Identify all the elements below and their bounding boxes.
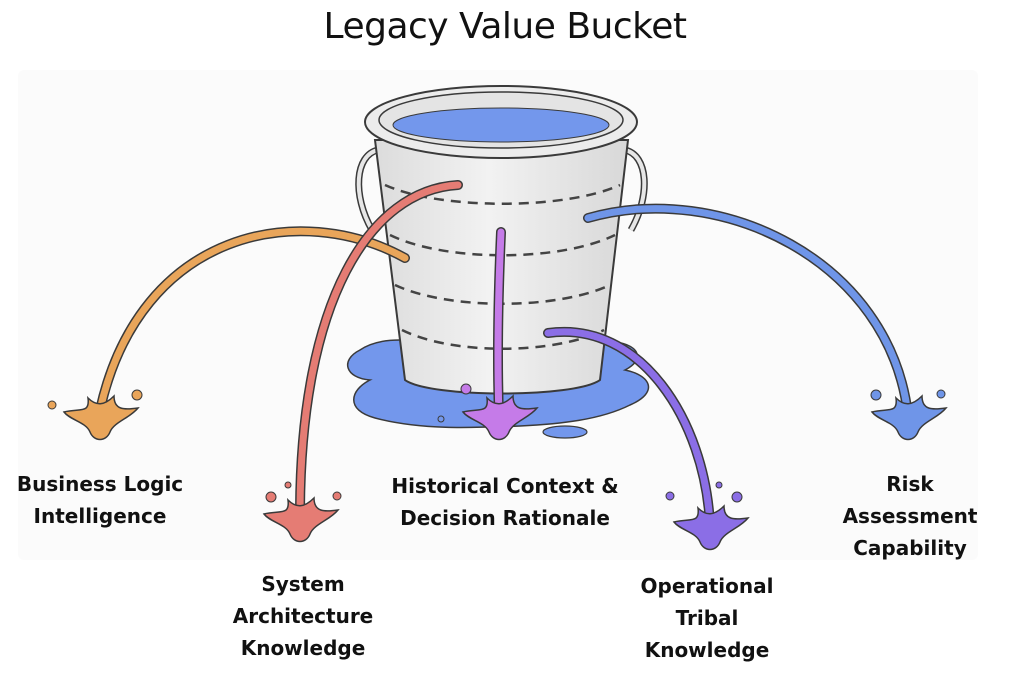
droplet-system-architecture-1	[284, 481, 292, 489]
leak-label-operational-tribal: Operational Tribal Knowledge	[640, 574, 774, 662]
leak-stream-outline-business-logic	[95, 226, 410, 415]
droplet-business-logic-0	[47, 400, 57, 410]
splash-operational-tribal	[672, 504, 750, 551]
splash-system-architecture	[262, 496, 340, 543]
leak-stream-business-logic	[96, 227, 409, 414]
leak-label-system-architecture: System Architecture Knowledge	[232, 572, 374, 660]
leak-stream-historical-context	[494, 228, 505, 419]
leak-label-historical-context: Historical Context & Decision Rationale	[391, 474, 619, 530]
splash-business-logic	[62, 394, 140, 441]
leak-stream-risk-assessment	[584, 205, 912, 419]
leak-label-risk-assessment: Risk Assessment Capability	[842, 472, 978, 560]
leak-stream-operational-tribal	[544, 328, 714, 529]
water-surface	[392, 107, 610, 143]
puddle-droplet	[437, 415, 445, 423]
droplet-operational-tribal-2	[731, 491, 743, 503]
droplet-risk-assessment-1	[936, 389, 946, 399]
puddle-drop	[542, 425, 588, 439]
splash-risk-assessment	[870, 394, 948, 441]
leak-stream-system-architecture	[296, 181, 462, 519]
droplet-operational-tribal-0	[665, 491, 675, 501]
diagram-title: Legacy Value Bucket	[323, 6, 687, 47]
droplet-system-architecture-0	[265, 491, 277, 503]
leak-label-business-logic: Business Logic Intelligence	[16, 472, 184, 528]
droplet-system-architecture-2	[332, 491, 342, 501]
splash-historical-context	[461, 394, 539, 441]
droplet-business-logic-1	[131, 389, 143, 401]
droplet-risk-assessment-0	[870, 389, 882, 401]
droplet-operational-tribal-1	[715, 481, 723, 489]
